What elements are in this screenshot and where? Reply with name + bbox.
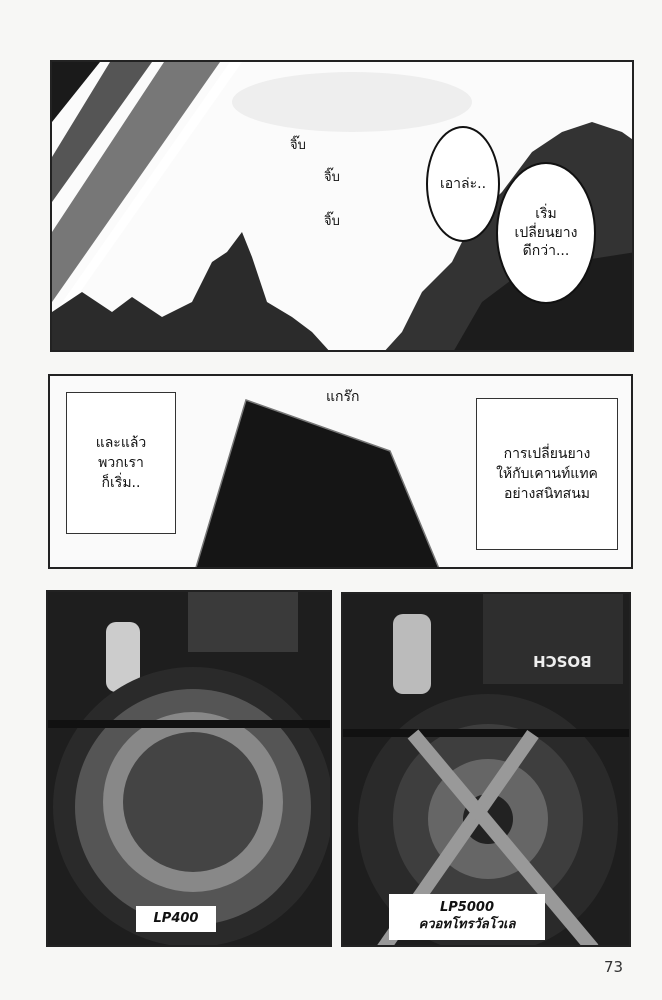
label-lp400: LP400	[136, 906, 216, 932]
bubble-2-line: ดีกว่า...	[522, 243, 570, 260]
label-lp5000-name: ควอทโทรวัลโวเล	[418, 917, 516, 932]
panel-spare-tire-lp400: LP400	[46, 590, 332, 947]
caption-left: และแล้ว พวกเรา ก็เริ่ม..	[66, 392, 176, 534]
panel-sky-trees: จิ๊บ จิ๊บ จิ๊บ เอาล่ะ.. เริ่ม เปลี่ยนยาง…	[50, 60, 634, 352]
sfx-chirp-3: จิ๊บ	[324, 214, 340, 229]
caption-right: การเปลี่ยนยาง ให้กับเคานท์แทค อย่างสนิทส…	[476, 398, 618, 550]
trunk-lid-art	[195, 399, 440, 567]
caption-right-line: ให้กับเคานท์แทค	[496, 465, 598, 482]
label-lp5000-model: LP5000	[440, 900, 494, 916]
sfx-chirp-1: จิ๊บ	[290, 138, 306, 153]
label-lp5000: LP5000 ควอทโทรวัลโวเล	[389, 894, 545, 940]
caption-right-line: อย่างสนิทสนม	[504, 486, 590, 503]
caption-left-line: ก็เริ่ม..	[101, 475, 141, 492]
sfx-chirp-2: จิ๊บ	[324, 170, 340, 185]
label-lp400-text: LP400	[153, 910, 199, 926]
battery-brand-mirrored: BOSCH	[533, 652, 592, 670]
speech-bubble-2: เริ่ม เปลี่ยนยาง ดีกว่า...	[496, 162, 596, 304]
speech-bubble-1: เอาล่ะ..	[426, 126, 500, 242]
bubble-2-line: เริ่ม	[535, 205, 557, 222]
caption-left-line: และแล้ว	[95, 434, 147, 451]
panel-spare-tire-lp5000: BOSCH LP5000 ควอทโทรวัลโวเล	[341, 592, 631, 947]
page-number: 73	[604, 958, 624, 976]
sfx-click: แกร๊ก	[326, 389, 360, 405]
bubble-1-text: เอาล่ะ..	[439, 175, 487, 192]
spare-tire-lp5000-art	[343, 594, 629, 945]
caption-left-line: พวกเรา	[98, 454, 144, 471]
caption-right-line: การเปลี่ยนยาง	[503, 445, 591, 462]
bubble-2-line: เปลี่ยนยาง	[514, 224, 578, 241]
panel-trunk-open: แกร๊ก และแล้ว พวกเรา ก็เริ่ม.. การเปลี่ย…	[48, 374, 633, 569]
spare-tire-lp400-art	[48, 592, 330, 945]
